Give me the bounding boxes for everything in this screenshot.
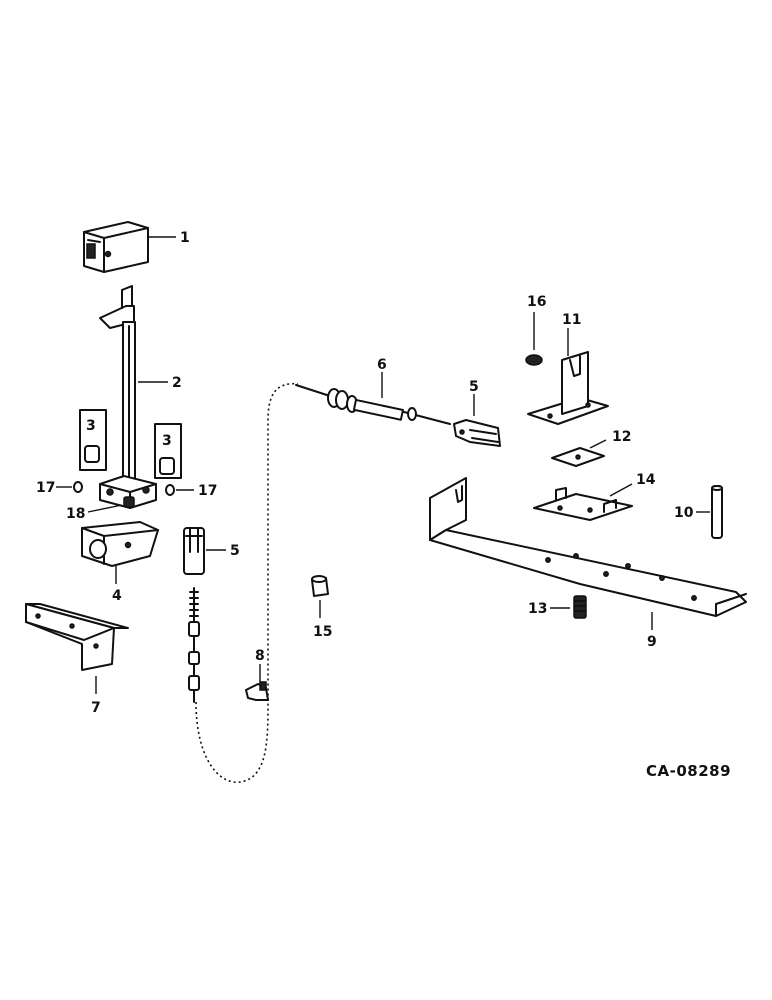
bushing-right-part — [154, 423, 182, 479]
callout-5-lower: 5 — [230, 543, 240, 559]
base-bracket-part — [429, 477, 747, 617]
control-cable — [195, 383, 299, 783]
callout-18: 18 — [66, 506, 85, 522]
callout-3-left: 3 — [86, 418, 96, 434]
clip-part — [245, 681, 269, 701]
callout-3-right: 3 — [162, 433, 172, 449]
callout-8: 8 — [255, 648, 265, 664]
plate-part — [551, 447, 605, 467]
angle-bracket-part — [25, 603, 129, 671]
callout-6: 6 — [377, 357, 387, 373]
nut-part — [123, 496, 135, 508]
mounting-bracket-part — [527, 351, 609, 425]
callout-14: 14 — [636, 472, 656, 488]
callout-5-upper: 5 — [469, 379, 479, 395]
channel-bracket-part — [533, 487, 633, 521]
callout-16: 16 — [527, 294, 546, 310]
pivot-bracket-part — [81, 521, 159, 567]
callout-17-right: 17 — [198, 483, 217, 499]
bushing-part — [311, 575, 329, 597]
cable-end-part — [295, 384, 451, 425]
plug-part — [525, 354, 543, 366]
knob-part — [83, 221, 149, 273]
spring-part — [573, 595, 587, 619]
callout-15: 15 — [313, 624, 332, 640]
callout-1: 1 — [180, 230, 190, 246]
clevis-upper-part — [453, 419, 501, 447]
shift-lever-part — [99, 285, 157, 509]
callout-4: 4 — [112, 588, 122, 604]
callout-12: 12 — [612, 429, 631, 445]
washer-right-part — [165, 484, 175, 496]
callout-9: 9 — [647, 634, 657, 650]
callout-7: 7 — [91, 700, 101, 716]
callout-13: 13 — [528, 601, 547, 617]
reference-code: CA-08289 — [646, 762, 731, 780]
clevis-lower-part — [183, 527, 205, 575]
callout-2: 2 — [172, 375, 182, 391]
callout-10: 10 — [674, 505, 694, 521]
callout-11: 11 — [562, 312, 581, 328]
bushing-left-part — [79, 409, 107, 471]
pin-part — [711, 485, 723, 539]
washer-left-part — [73, 481, 83, 493]
callout-17-left: 17 — [36, 480, 55, 496]
threaded-rod-part — [188, 587, 200, 703]
